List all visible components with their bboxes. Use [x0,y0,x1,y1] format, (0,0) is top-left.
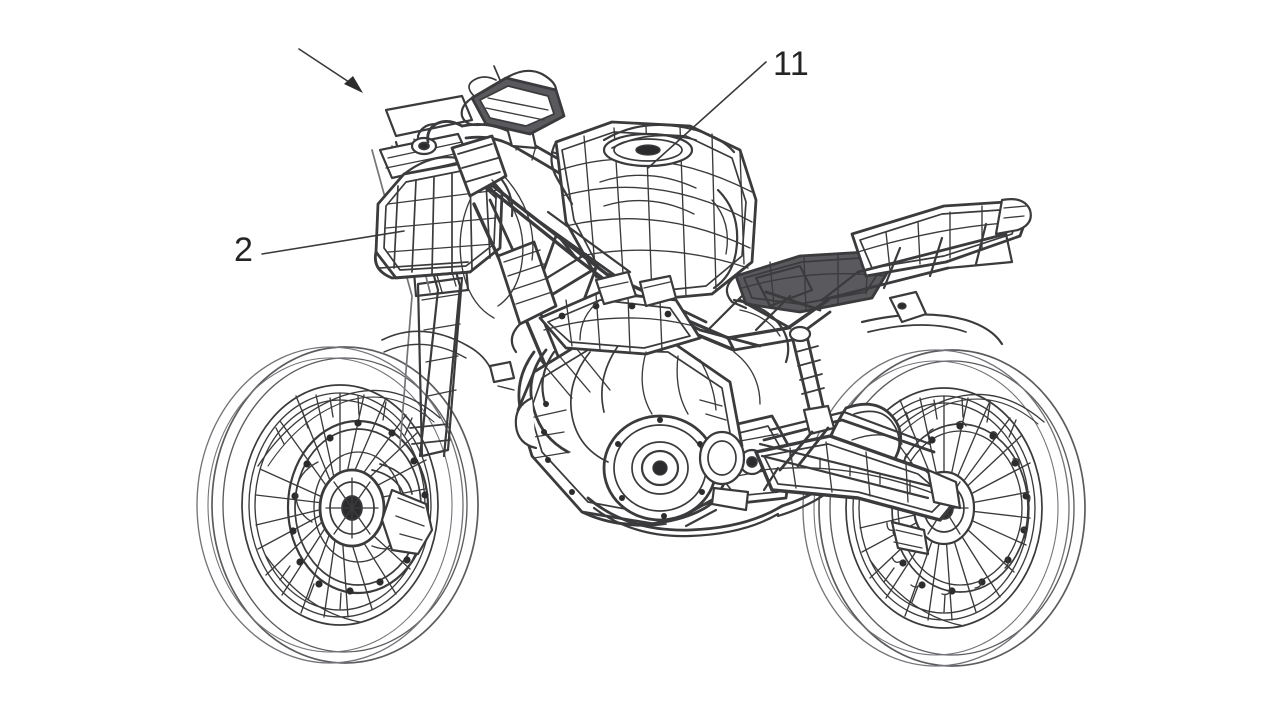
clutch-cover [602,414,718,522]
rear-spokes [859,395,1031,621]
rear-shock [762,325,836,492]
direction-arrow [298,48,363,93]
tail-subframe [820,198,1032,346]
front-brake-caliper [380,488,434,556]
callout-leaders [261,61,767,255]
front-wheel [196,346,479,664]
fuel-tank [550,120,758,302]
fuel-cap [602,132,694,168]
leader-line-11 [647,61,767,169]
callout-label-2: 2 [234,231,254,269]
callout-label-11: 11 [773,45,810,83]
engine [488,270,746,527]
leader-line-2 [261,230,405,255]
instrument-cluster [460,65,566,136]
side-panel [732,264,814,364]
front-hub [295,461,413,550]
cables [459,175,761,405]
front-rim-detail [257,389,441,623]
footpeg [678,486,750,528]
